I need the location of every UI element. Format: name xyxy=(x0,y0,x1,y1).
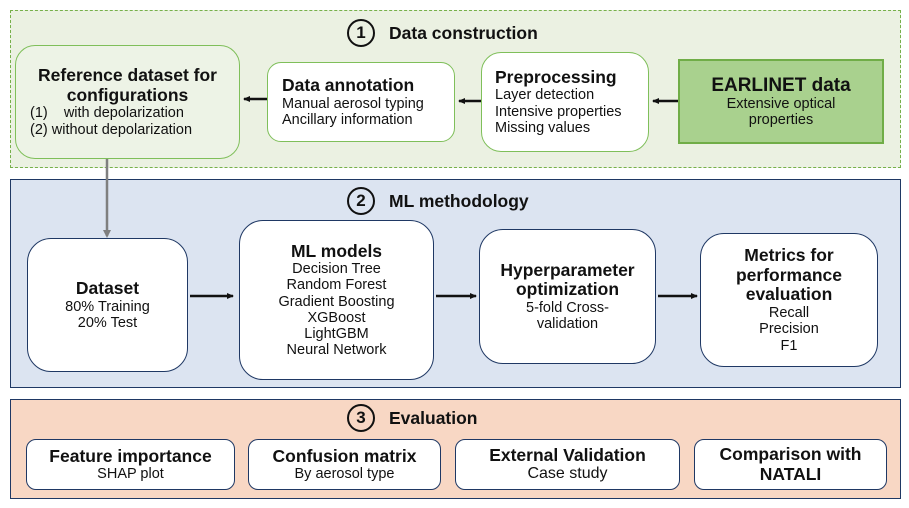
comparison-box: Comparison with NATALI xyxy=(694,439,887,490)
confusion-title: Confusion matrix xyxy=(272,445,417,466)
external-sub: Case study xyxy=(527,465,608,483)
model-item: Random Forest xyxy=(286,277,387,294)
step-number-badge: 2 xyxy=(347,187,375,215)
metric-item: Recall xyxy=(768,305,810,322)
feature-title: Feature importance xyxy=(49,445,212,466)
dataset-box: Dataset 80% Training 20% Test xyxy=(27,238,188,372)
earlinet-item: Extensive optical xyxy=(726,95,836,112)
feature-importance-box: Feature importance SHAP plot xyxy=(26,439,235,490)
annotation-item: Ancillary information xyxy=(282,111,413,128)
earlinet-item: properties xyxy=(748,112,814,129)
hyperparameter-item: 5-fold Cross- xyxy=(526,299,609,316)
model-item: Gradient Boosting xyxy=(278,293,395,310)
model-item: Decision Tree xyxy=(292,261,381,278)
comparison-title: Comparison with xyxy=(719,443,862,464)
step-number-badge: 3 xyxy=(347,404,375,432)
metrics-title-1: Metrics for xyxy=(744,245,834,266)
reference-dataset-box: Reference dataset for configurations (1)… xyxy=(15,45,240,159)
external-validation-box: External Validation Case study xyxy=(455,439,680,490)
preprocessing-title: Preprocessing xyxy=(495,66,617,87)
model-item: XGBoost xyxy=(307,309,366,326)
confusion-matrix-box: Confusion matrix By aerosol type xyxy=(248,439,441,490)
metrics-box: Metrics for performance evaluation Recal… xyxy=(700,233,878,367)
models-title: ML models xyxy=(290,240,383,261)
hyperparameter-title-1: Hyperparameter xyxy=(500,259,635,280)
reference-title-2: configurations xyxy=(66,84,189,105)
section-3-heading: 3 Evaluation xyxy=(347,404,478,432)
feature-sub: SHAP plot xyxy=(97,466,164,483)
earlinet-title: EARLINET data xyxy=(711,74,851,96)
section-2-heading: 2 ML methodology xyxy=(347,187,529,215)
reference-title-1: Reference dataset for xyxy=(38,65,217,86)
preprocessing-item: Intensive properties xyxy=(495,103,622,120)
metrics-title-3: evaluation xyxy=(745,284,833,305)
section-3-title: Evaluation xyxy=(389,407,478,428)
dataset-item: 80% Training xyxy=(65,298,150,315)
reference-item: (1) with depolarization xyxy=(30,105,184,122)
dataset-title: Dataset xyxy=(75,277,140,298)
step-number-badge: 1 xyxy=(347,19,375,47)
section-2-title: ML methodology xyxy=(389,190,529,211)
metrics-title-2: performance xyxy=(735,264,842,285)
hyperparameter-item: validation xyxy=(536,316,599,333)
reference-item: (2) without depolarization xyxy=(30,121,193,138)
dataset-item: 20% Test xyxy=(77,314,138,331)
ml-models-box: ML models Decision Tree Random Forest Gr… xyxy=(239,220,434,380)
section-1-heading: 1 Data construction xyxy=(347,19,538,47)
hyperparameter-box: Hyperparameter optimization 5-fold Cross… xyxy=(479,229,656,364)
model-item: Neural Network xyxy=(286,342,387,359)
earlinet-data-box: EARLINET data Extensive optical properti… xyxy=(678,59,884,144)
section-1-title: Data construction xyxy=(389,22,538,43)
metric-item: F1 xyxy=(780,337,798,354)
annotation-item: Manual aerosol typing xyxy=(282,95,424,112)
preprocessing-item: Missing values xyxy=(495,119,591,136)
confusion-sub: By aerosol type xyxy=(294,466,395,483)
data-annotation-box: Data annotation Manual aerosol typing An… xyxy=(267,62,455,142)
external-title: External Validation xyxy=(489,444,646,465)
preprocessing-box: Preprocessing Layer detection Intensive … xyxy=(481,52,649,152)
comparison-sub: NATALI xyxy=(759,463,822,484)
hyperparameter-title-2: optimization xyxy=(515,279,620,300)
metric-item: Precision xyxy=(759,321,819,338)
annotation-title: Data annotation xyxy=(282,74,415,95)
model-item: LightGBM xyxy=(304,326,369,343)
preprocessing-item: Layer detection xyxy=(495,87,595,104)
